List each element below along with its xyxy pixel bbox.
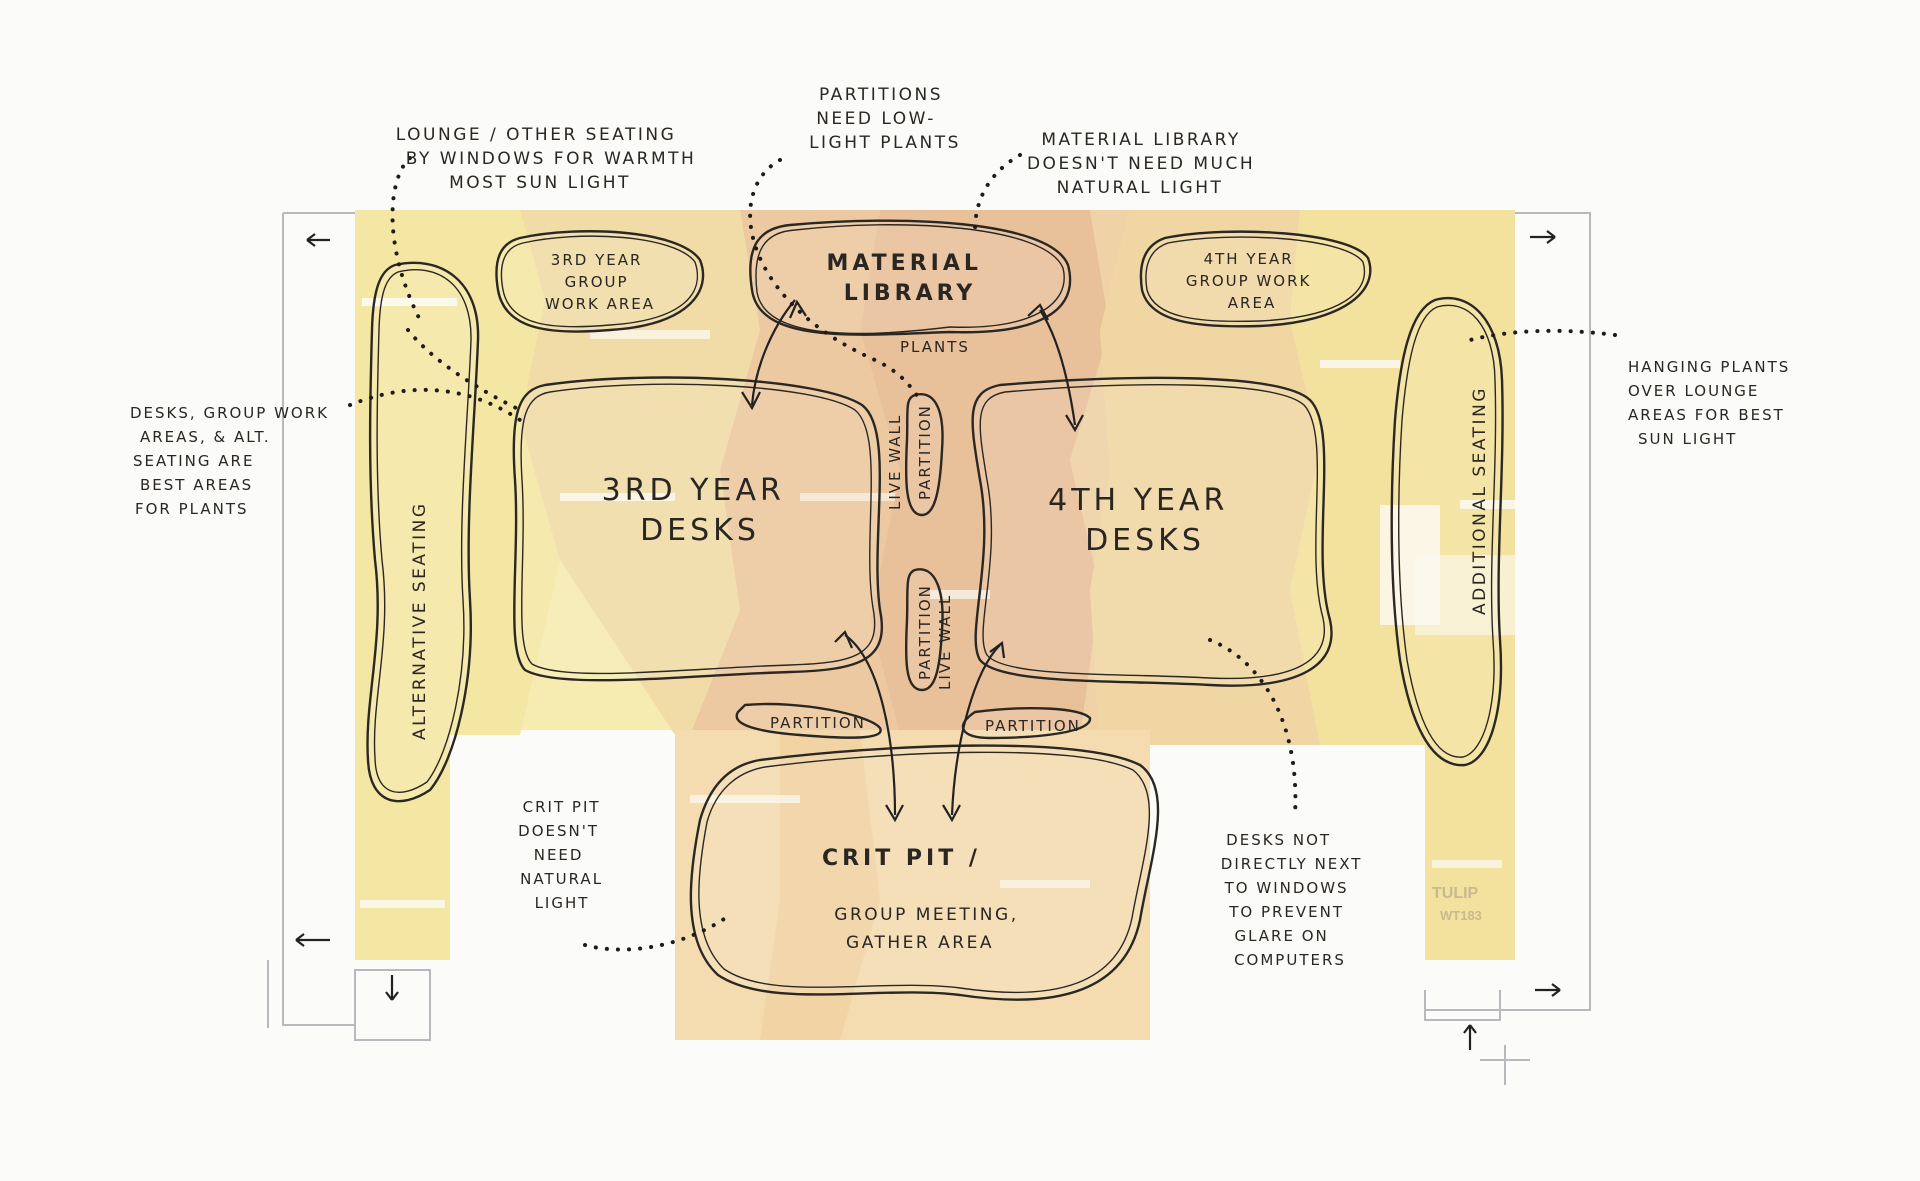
fourth-year-desks-zone: 4TH YEAR DESKS — [971, 376, 1333, 687]
third-year-group-label: 3RD YEAR GROUP WORK AREA — [545, 251, 655, 313]
fourth-year-group-zone: 4TH YEAR GROUP WORK AREA — [1139, 230, 1372, 328]
additional-seating-zone: ADDITIONAL SEATING — [1390, 297, 1504, 767]
partitions-note: PARTITIONS NEED LOW- LIGHT PLANTS — [809, 85, 961, 153]
material-library-zone: MATERIAL LIBRARY — [749, 219, 1072, 336]
swatch-name: TULIP WT183 — [1432, 885, 1482, 923]
flow-arrows — [295, 230, 1561, 1050]
partition-label-right: PARTITION — [985, 717, 1081, 735]
alternative-seating-zone: ALTERNATIVE SEATING — [366, 261, 480, 803]
live-wall-label-lower: LIVE WALL — [936, 594, 954, 690]
fourth-year-desks-label: 4TH YEAR DESKS — [1048, 483, 1242, 558]
leader-lines — [348, 153, 1617, 952]
desks-windows-note: DESKS NOT DIRECTLY NEXT TO WINDOWS TO PR… — [1221, 831, 1369, 969]
crit-pit-label: CRIT PIT / GROUP MEETING, GATHER AREA — [822, 846, 1026, 953]
partition-left: PARTITION — [735, 702, 882, 739]
material-note: MATERIAL LIBRARY DOESN'T NEED MUCH NATUR… — [1027, 130, 1263, 198]
live-wall-lower: PARTITION LIVE WALL — [904, 568, 954, 692]
third-year-desks-zone: 3RD YEAR DESKS — [512, 376, 883, 682]
material-library-label: MATERIAL LIBRARY — [826, 251, 993, 306]
alternative-seating-label: ALTERNATIVE SEATING — [410, 501, 430, 740]
partition-label-upper: PARTITION — [916, 404, 934, 500]
building-outline — [267, 212, 1591, 1085]
desks-group-note: DESKS, GROUP WORK AREAS, & ALT. SEATING … — [130, 404, 336, 518]
partition-label-lower: PARTITION — [916, 584, 934, 680]
live-wall-label-upper: LIVE WALL — [886, 414, 904, 510]
partition-right: PARTITION — [961, 706, 1092, 740]
fourth-year-group-label: 4TH YEAR GROUP WORK AREA — [1186, 250, 1318, 312]
crit-pit-note: CRIT PIT DOESN'T NEED NATURAL LIGHT — [518, 798, 610, 912]
lounge-note: LOUNGE / OTHER SEATING BY WINDOWS FOR WA… — [396, 125, 704, 193]
crit-pit-zone: CRIT PIT / GROUP MEETING, GATHER AREA — [689, 744, 1160, 1001]
zones: MATERIAL LIBRARY 3RD YEAR GROUP WORK ARE… — [366, 219, 1504, 1001]
live-wall-upper: PARTITION LIVE WALL — [886, 393, 944, 517]
hanging-plants-note: HANGING PLANTS OVER LOUNGE AREAS FOR BES… — [1628, 358, 1797, 448]
partition-label-left: PARTITION — [770, 714, 866, 732]
third-year-desks-label: 3RD YEAR DESKS — [602, 473, 799, 548]
additional-seating-label: ADDITIONAL SEATING — [1470, 386, 1490, 615]
color-wash — [355, 210, 1515, 1040]
third-year-group-zone: 3RD YEAR GROUP WORK AREA — [495, 230, 705, 333]
plants-label: PLANTS — [900, 338, 970, 356]
